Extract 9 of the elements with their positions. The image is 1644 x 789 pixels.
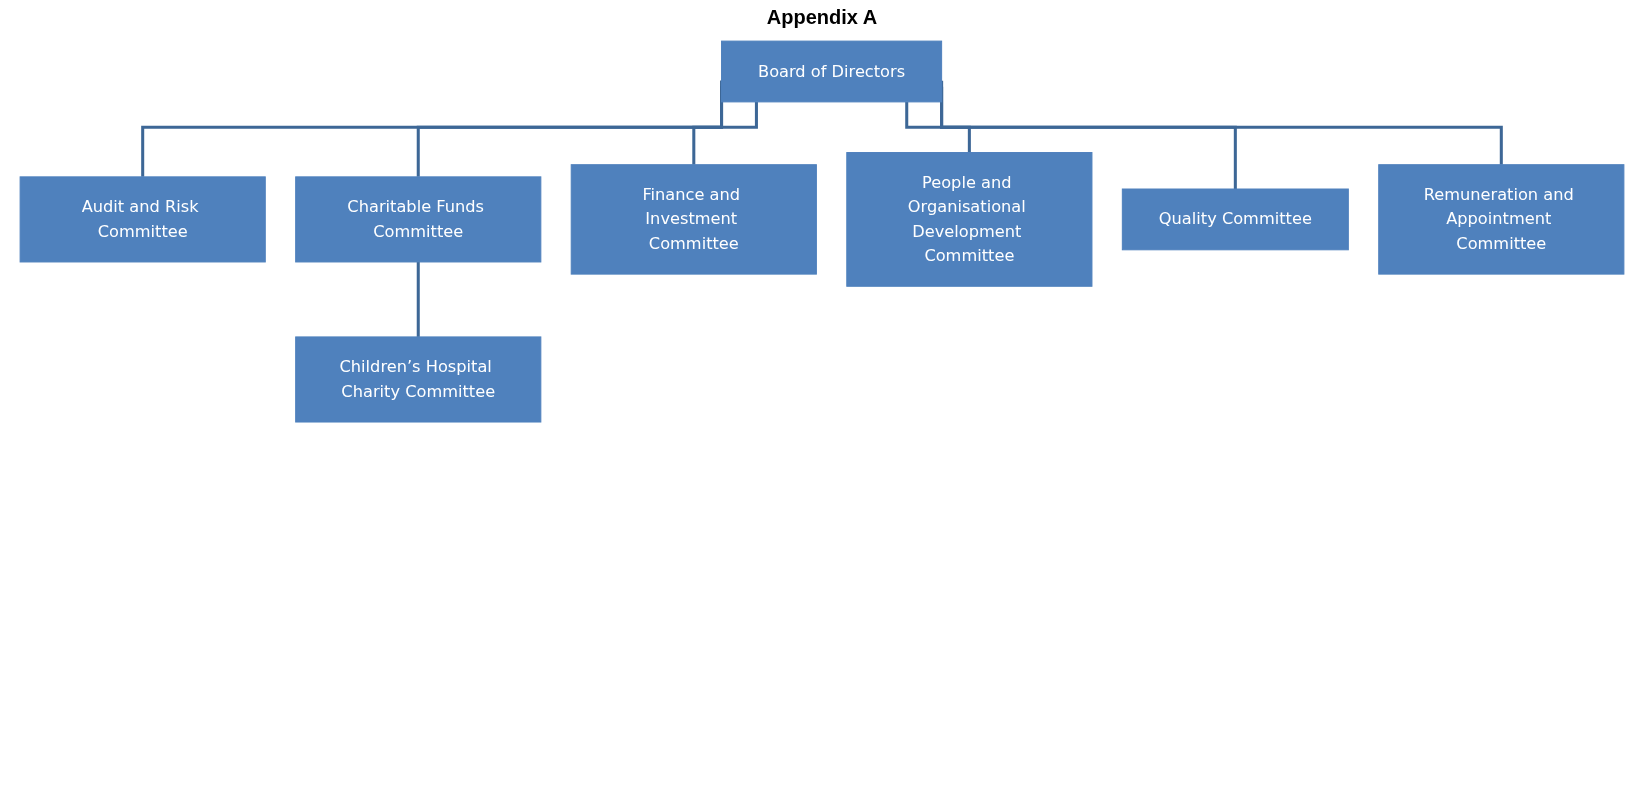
node-box: Audit and Risk Committee — [19, 176, 266, 263]
node-box: Children’s Hospital Charity Committee — [295, 336, 542, 423]
node-box: Remuneration and Appointment Committee — [1378, 164, 1625, 275]
node-box: Finance and Investment Committee — [570, 164, 817, 275]
node-box: People and Organisational Development Committee — [846, 152, 1093, 287]
node-box: Charitable Funds Committee — [295, 176, 542, 263]
node-box: Quality Committee — [1121, 188, 1349, 251]
node-box: Board of Directors — [721, 40, 943, 103]
diagram-title: Appendix A — [765, 6, 879, 29]
